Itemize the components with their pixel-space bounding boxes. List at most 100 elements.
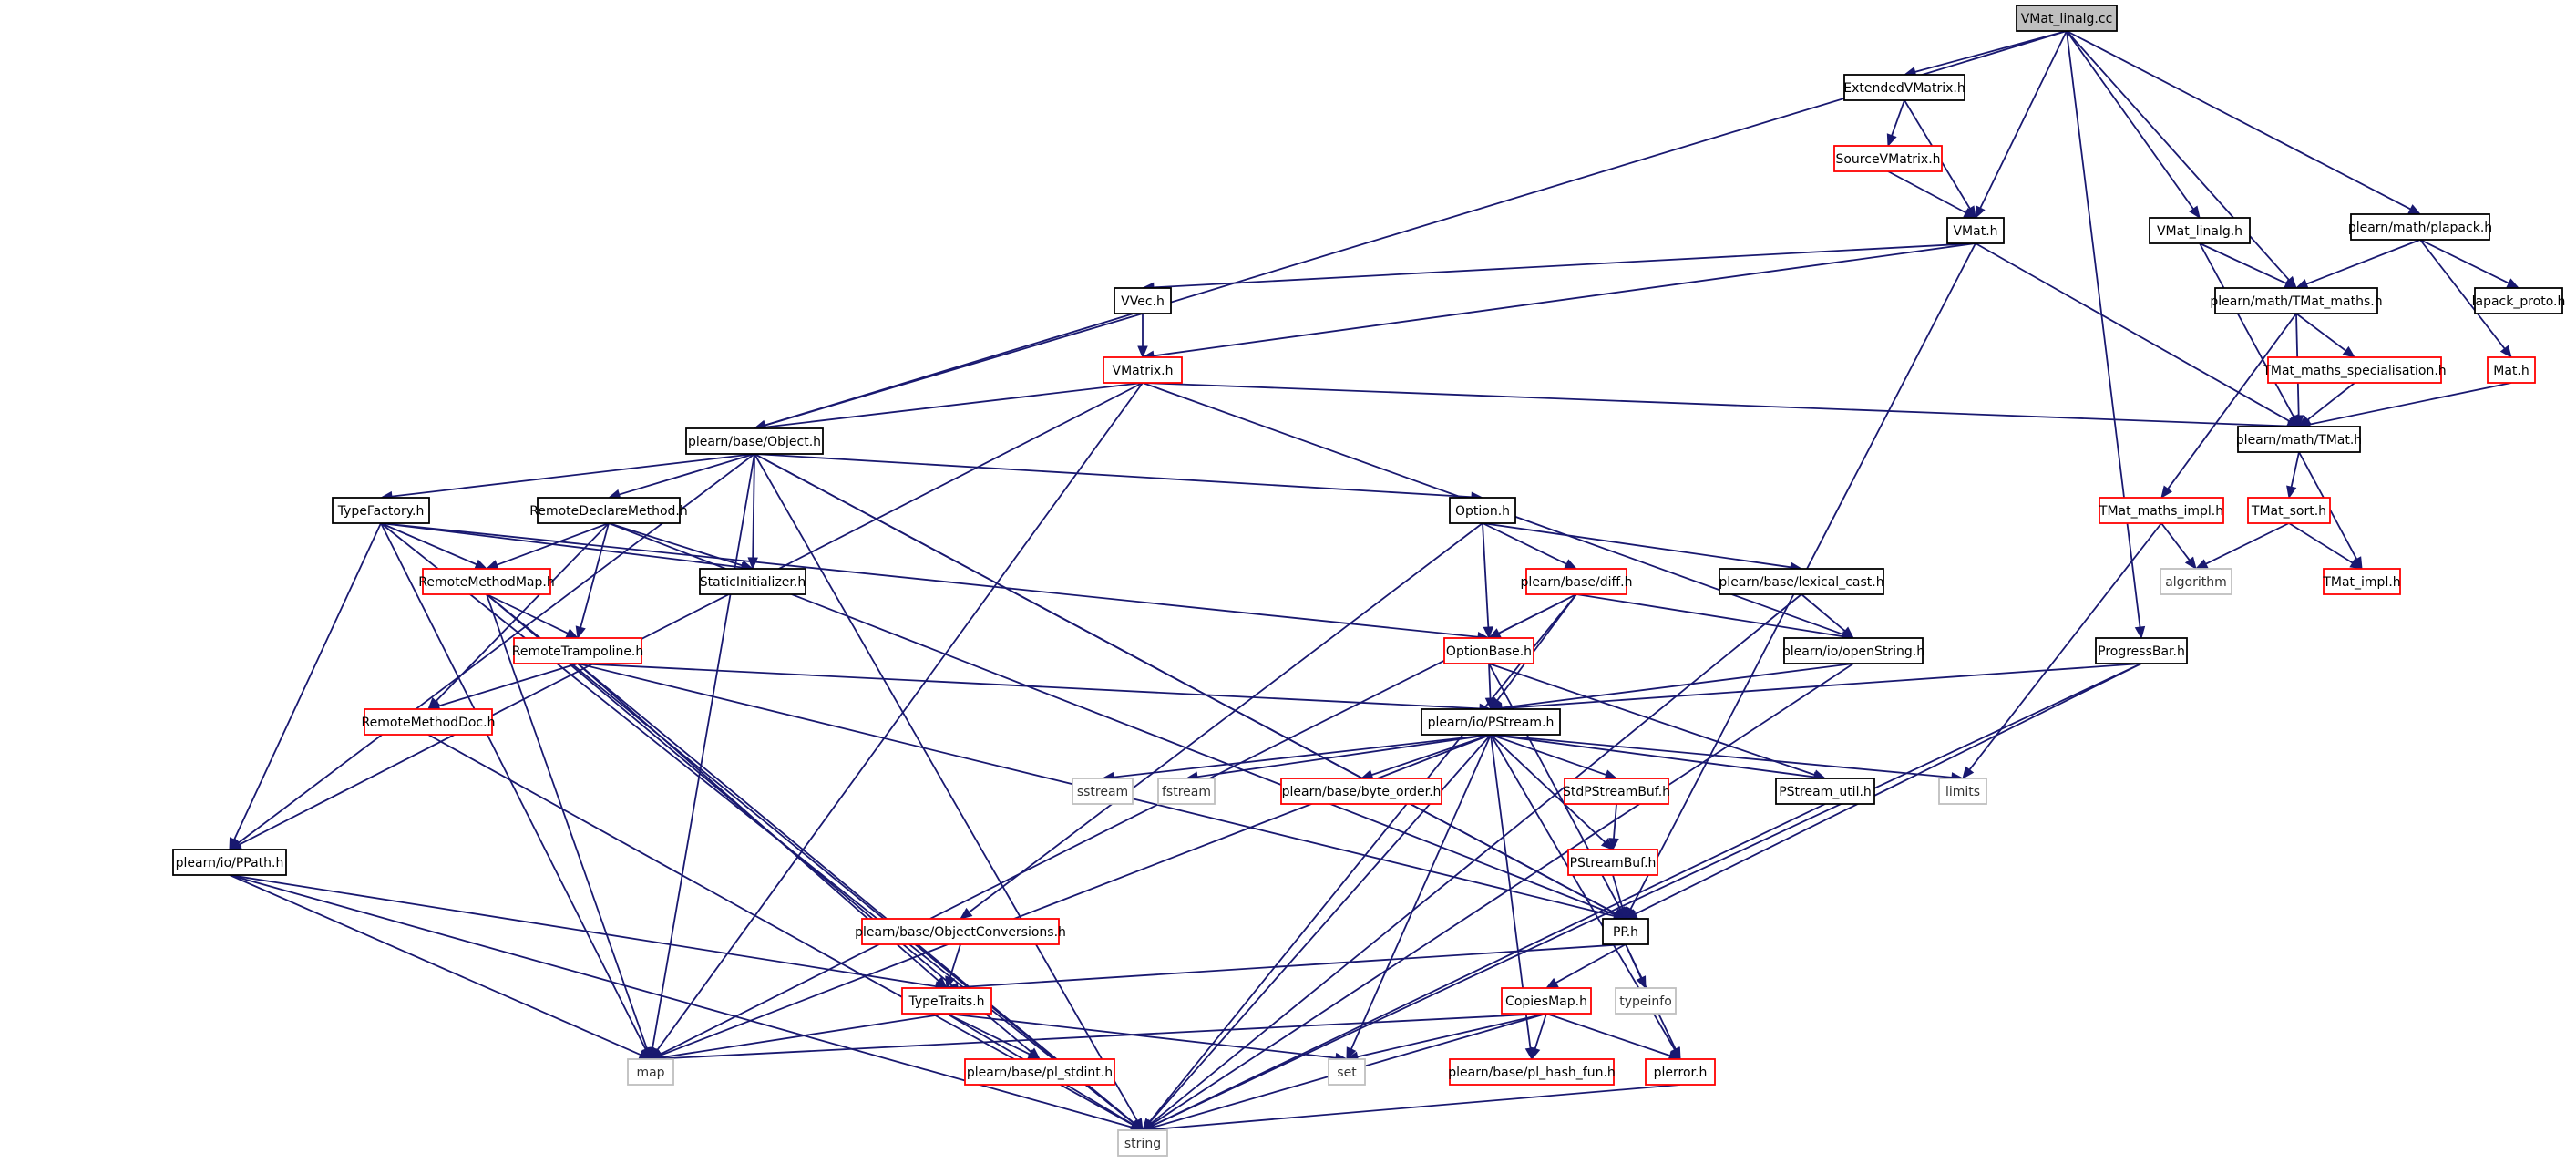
edge-tmat_maths-to-tmat_spec (2295, 313, 2346, 352)
edge-tmat_sort-to-algorithm (2205, 522, 2290, 565)
edge-arrowhead (1545, 977, 1559, 989)
node-fstream[interactable]: fstream (1157, 778, 1216, 805)
node-static_init[interactable]: StaticInitializer.h (699, 568, 806, 595)
edge-option-to-object_conv (969, 522, 1483, 913)
edge-arrowhead (1346, 1046, 1357, 1061)
node-copiesmap[interactable]: CopiesMap.h (1501, 987, 1592, 1015)
node-label: TMat_maths_impl.h (2099, 504, 2223, 519)
node-tmat_maths_impl[interactable]: TMat_maths_impl.h (2099, 497, 2224, 524)
node-remote_declare[interactable]: RemoteDeclareMethod.h (529, 497, 688, 524)
node-mat[interactable]: Mat.h (2487, 356, 2536, 384)
node-label: VMat_linalg.h (2157, 224, 2242, 239)
edge-ppath-to-string (229, 874, 1133, 1128)
edge-object-to-pp (754, 453, 1616, 915)
node-source_vmatrix[interactable]: SourceVMatrix.h (1833, 145, 1943, 172)
edge-lexical_cast-to-string (1150, 593, 1802, 1125)
node-label: plearn/base/byte_order.h (1282, 785, 1442, 799)
edge-option-to-option_base (1482, 522, 1490, 628)
node-label: set (1337, 1066, 1357, 1080)
node-set[interactable]: set (1328, 1058, 1366, 1086)
node-typefactory[interactable]: TypeFactory.h (332, 497, 430, 524)
edge-pp-to-typetraits (957, 943, 1627, 989)
node-option_base[interactable]: OptionBase.h (1443, 637, 1534, 664)
node-vmat_linalg_cc[interactable]: VMat_linalg.cc (2016, 5, 2118, 32)
edge-pp-to-copiesmap (1555, 943, 1627, 984)
edge-arrowhead (1616, 906, 1628, 921)
node-box (1280, 778, 1442, 805)
node-lapack_proto[interactable]: lapack_proto.h (2472, 287, 2566, 314)
node-tmat_impl[interactable]: TMat_impl.h (2322, 568, 2401, 595)
node-pp[interactable]: PP.h (1602, 918, 1649, 945)
node-ppath[interactable]: plearn/io/PPath.h (172, 849, 287, 876)
node-vmatrix[interactable]: VMatrix.h (1103, 356, 1183, 384)
node-label: plearn/base/pl_stdint.h (967, 1066, 1113, 1080)
edge-vmatrix-to-map (656, 382, 1144, 1051)
edge-arrowhead (2286, 485, 2297, 500)
node-progress_bar[interactable]: ProgressBar.h (2095, 637, 2188, 664)
node-option[interactable]: Option.h (1449, 497, 1516, 524)
node-pstream[interactable]: plearn/io/PStream.h (1421, 708, 1561, 736)
edge-typefactory-to-remote_method_map (380, 522, 477, 566)
node-box (513, 637, 642, 664)
node-label: limits (1945, 785, 1980, 799)
node-tmat_maths[interactable]: plearn/math/TMat_maths.h (2210, 287, 2383, 314)
edge-pstream-to-pstreambuf (1490, 734, 1606, 843)
node-open_string[interactable]: plearn/io/openString.h (1782, 637, 1924, 664)
node-byte_order[interactable]: plearn/base/byte_order.h (1280, 778, 1442, 805)
node-box (1449, 497, 1516, 524)
edge-remote_trampoline-to-string (577, 663, 1135, 1125)
node-vvec[interactable]: VVec.h (1114, 287, 1172, 314)
node-map[interactable]: map (627, 1058, 674, 1086)
node-tmat_spec[interactable]: TMat_maths_specialisation.h (2262, 356, 2447, 384)
node-object_conv[interactable]: plearn/base/ObjectConversions.h (855, 918, 1066, 945)
edge-arrowhead (959, 907, 973, 920)
edge-arrowhead (575, 625, 586, 640)
node-object[interactable]: plearn/base/Object.h (685, 427, 824, 455)
node-extended_vmatrix[interactable]: ExtendedVMatrix.h (1843, 74, 1965, 101)
node-box (1501, 987, 1592, 1015)
node-tmat_sort[interactable]: TMat_sort.h (2247, 497, 2331, 524)
node-pstream_util[interactable]: PStream_util.h (1775, 778, 1875, 805)
node-plapack[interactable]: plearn/math/plapack.h (2348, 213, 2492, 241)
node-stdpstreambuf[interactable]: StdPStreamBuf.h (1563, 778, 1670, 805)
node-pl_hash_fun[interactable]: plearn/base/pl_hash_fun.h (1448, 1058, 1616, 1086)
node-typeinfo[interactable]: typeinfo (1615, 987, 1677, 1015)
node-plerror[interactable]: plerror.h (1645, 1058, 1716, 1086)
node-lexical_cast[interactable]: plearn/base/lexical_cast.h (1719, 568, 1884, 595)
node-diff[interactable]: plearn/base/diff.h (1521, 568, 1633, 595)
node-remote_method_map[interactable]: RemoteMethodMap.h (418, 568, 555, 595)
node-label: RemoteMethodDoc.h (362, 716, 496, 730)
node-string[interactable]: string (1117, 1129, 1168, 1157)
node-sstream[interactable]: sstream (1072, 778, 1134, 805)
node-label: lapack_proto.h (2472, 294, 2566, 309)
edge-option-to-diff (1482, 522, 1567, 565)
node-box (1449, 1058, 1615, 1086)
node-label: map (636, 1066, 664, 1080)
edge-remote_method_map-to-map (486, 593, 648, 1049)
edge-option_base-to-pstream_util (1488, 663, 1815, 776)
node-remote_method_doc[interactable]: RemoteMethodDoc.h (362, 708, 496, 736)
node-remote_trampoline[interactable]: RemoteTrampoline.h (512, 637, 644, 664)
edge-arrowhead (2189, 205, 2201, 220)
node-label: TypeTraits.h (908, 994, 985, 1009)
node-algorithm[interactable]: algorithm (2160, 568, 2232, 595)
node-tmat[interactable]: plearn/math/TMat.h (2236, 426, 2362, 453)
edge-typefactory-to-static_init (380, 522, 743, 569)
node-pstreambuf[interactable]: PStreamBuf.h (1567, 849, 1658, 876)
node-vmat_linalg_h[interactable]: VMat_linalg.h (2149, 217, 2251, 244)
node-box (1564, 778, 1669, 805)
node-pl_stdint[interactable]: plearn/base/pl_stdint.h (964, 1058, 1115, 1086)
edge-arrowhead (474, 559, 488, 570)
node-label: SourceVMatrix.h (1835, 152, 1940, 167)
edge-object-to-option (754, 453, 1473, 499)
edge-object-to-map (652, 453, 755, 1049)
edge-progress_bar-to-pstream (1501, 663, 2142, 710)
node-box (861, 918, 1060, 945)
node-vmat[interactable]: VMat.h (1946, 217, 2005, 244)
node-box (2095, 637, 2188, 664)
edge-arrowhead (2134, 625, 2146, 640)
node-typetraits[interactable]: TypeTraits.h (901, 987, 992, 1015)
node-label: RemoteMethodMap.h (418, 575, 554, 590)
node-limits[interactable]: limits (1938, 778, 1987, 805)
